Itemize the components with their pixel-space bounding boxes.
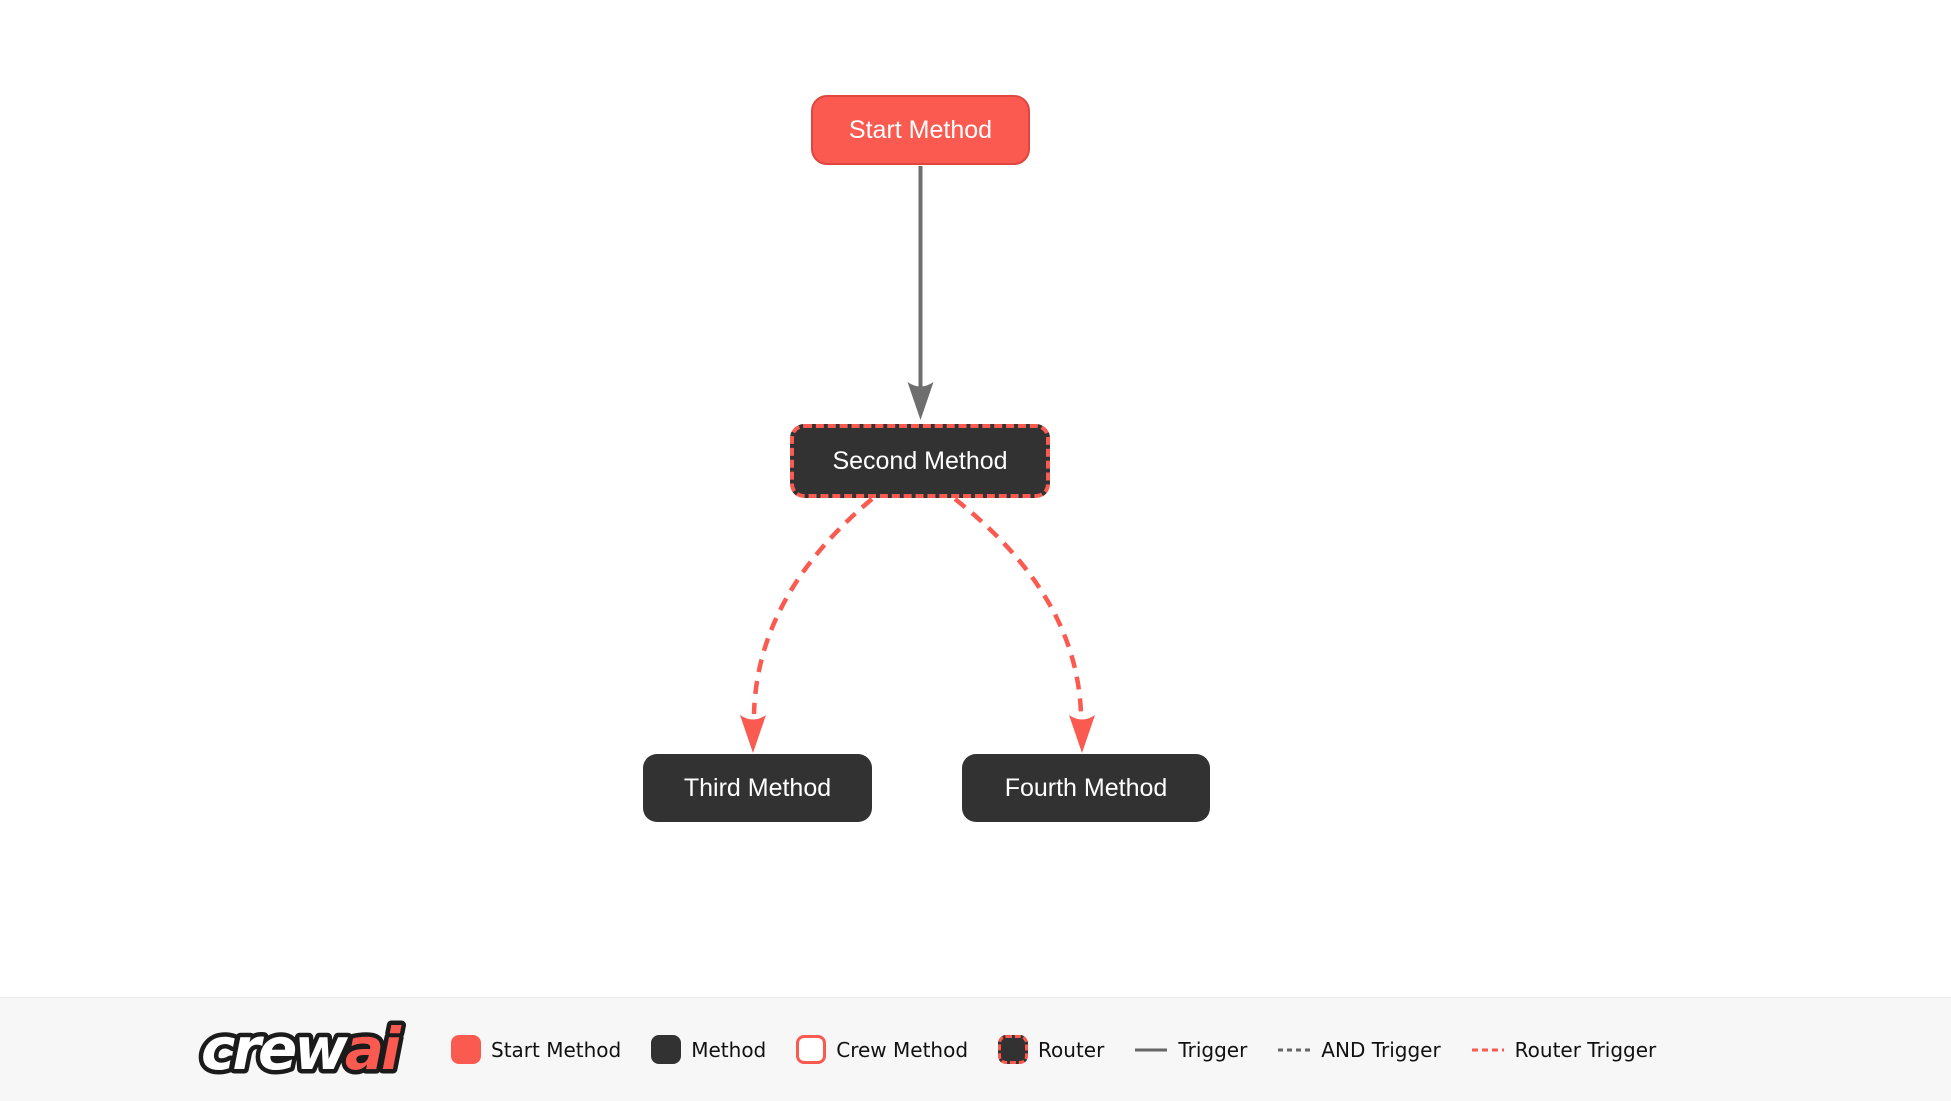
crewai-logo-crew: crew bbox=[201, 1015, 348, 1083]
legend-bar: crewai Start Method Method Crew Method R… bbox=[0, 997, 1951, 1101]
legend-item-crew-method: Crew Method bbox=[796, 1035, 968, 1064]
node-third-method[interactable]: Third Method bbox=[643, 754, 872, 822]
node-fourth-method[interactable]: Fourth Method bbox=[962, 754, 1210, 822]
legend-item-router: Router bbox=[998, 1035, 1104, 1064]
edge-second-to-third bbox=[751, 497, 874, 715]
start-node-swatch bbox=[451, 1035, 481, 1064]
svg-text:crewai: crewai bbox=[201, 1015, 402, 1083]
legend-item-router-trigger: Router Trigger bbox=[1471, 1037, 1657, 1062]
edge-second-to-fourth-arrowhead bbox=[1069, 715, 1095, 753]
legend-item-start-method: Start Method bbox=[451, 1035, 621, 1064]
edge-second-to-fourth bbox=[953, 497, 1084, 715]
edge-start-to-second-arrowhead bbox=[907, 382, 934, 420]
legend-item-method: Method bbox=[651, 1035, 766, 1064]
crewai-logo: crewai bbox=[197, 1013, 410, 1087]
router-node-swatch bbox=[998, 1035, 1029, 1064]
crew-method-node-swatch bbox=[796, 1035, 827, 1064]
edge-second-to-third-arrowhead bbox=[740, 715, 766, 753]
trigger-line-swatch bbox=[1135, 1048, 1168, 1051]
legend-label: Start Method bbox=[491, 1037, 622, 1062]
legend-label: Method bbox=[691, 1037, 767, 1062]
legend-label: Router Trigger bbox=[1514, 1037, 1657, 1062]
method-node-swatch bbox=[651, 1035, 682, 1064]
legend-label: Router bbox=[1038, 1037, 1105, 1062]
flow-canvas: Start Method Second Method Third Method … bbox=[643, 95, 1210, 822]
crewai-logo-ai: ai bbox=[345, 1015, 402, 1083]
router-trigger-line-swatch bbox=[1471, 1048, 1504, 1051]
legend-item-trigger: Trigger bbox=[1134, 1038, 1247, 1062]
legend-item-and-trigger: AND Trigger bbox=[1277, 1037, 1441, 1062]
and-trigger-line-swatch bbox=[1278, 1048, 1311, 1051]
legend-items: Start Method Method Crew Method Router T… bbox=[451, 1035, 1656, 1064]
node-start-method[interactable]: Start Method bbox=[811, 95, 1030, 165]
node-second-method-router[interactable]: Second Method bbox=[790, 424, 1050, 498]
legend-label: Trigger bbox=[1178, 1037, 1248, 1062]
legend-label: Crew Method bbox=[836, 1037, 969, 1062]
legend-label: AND Trigger bbox=[1321, 1037, 1441, 1062]
